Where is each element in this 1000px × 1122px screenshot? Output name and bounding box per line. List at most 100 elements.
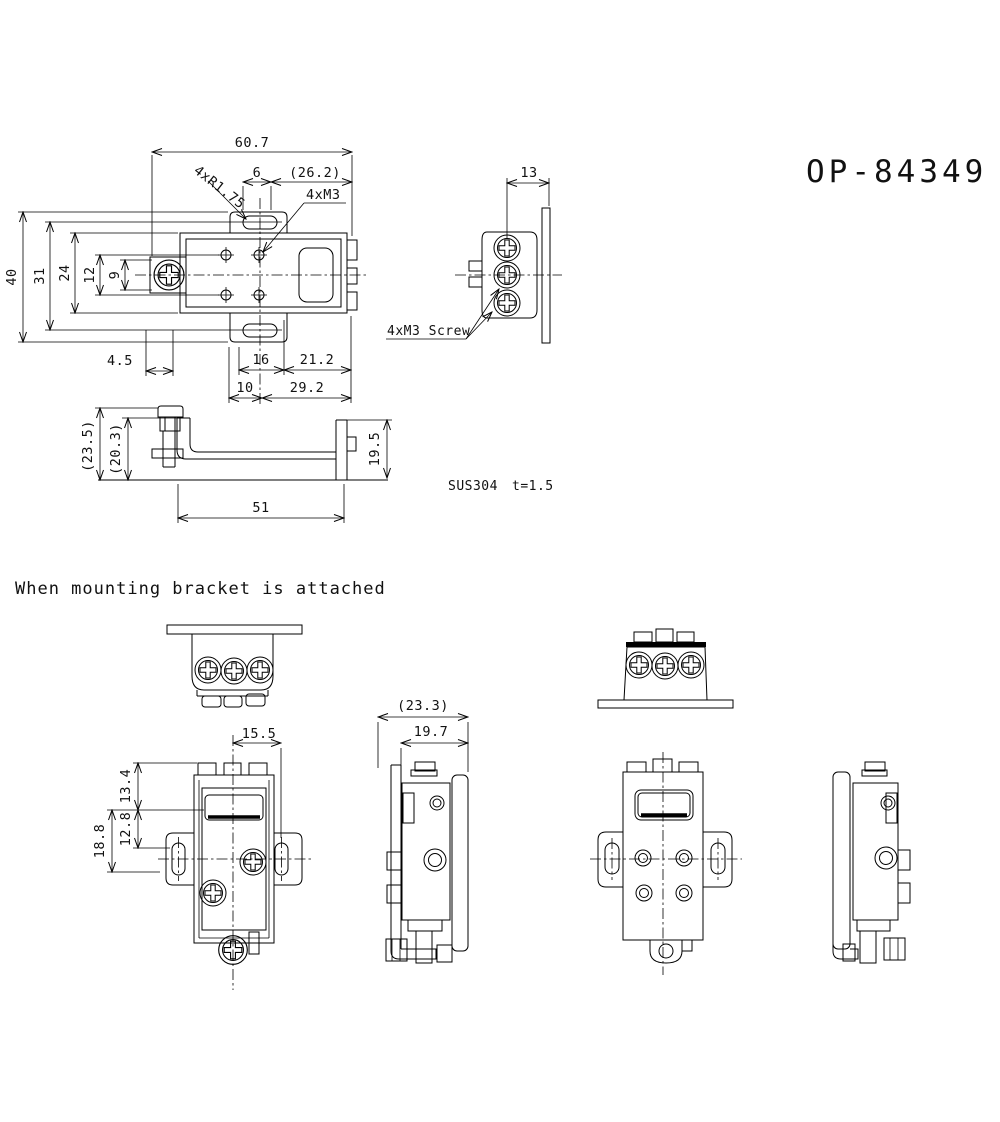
side-view: 13 4xM3 Screw xyxy=(386,165,562,344)
bracket-flange-left xyxy=(832,771,851,950)
front-centerlines xyxy=(158,735,312,990)
bolt-outline xyxy=(151,405,184,468)
dim-lower-height: 18.8 xyxy=(92,824,108,859)
top-tab xyxy=(633,631,653,643)
cable-entry xyxy=(245,693,266,707)
mount-wings xyxy=(165,832,303,886)
side-bump xyxy=(897,882,911,904)
side-bump xyxy=(386,851,403,871)
body-screw xyxy=(239,848,267,876)
mount-hole xyxy=(634,849,652,867)
extension-lines xyxy=(506,178,550,238)
bracket-profile-view: (23.5) (20.3) 19.5 51 xyxy=(80,405,392,523)
display-window xyxy=(204,794,264,821)
label-slot-radius: 4xR1.75 xyxy=(191,163,248,213)
bracket-plate-left xyxy=(390,764,437,960)
bracket-flange-right xyxy=(451,774,469,952)
label-screw: 4xM3 Screw xyxy=(387,324,470,339)
sensor-body xyxy=(401,782,451,921)
terminal-screw xyxy=(246,656,274,684)
bottom-tab xyxy=(649,940,683,964)
dim-hole-span: 12 xyxy=(82,266,98,283)
body-screw xyxy=(199,879,227,907)
flange xyxy=(597,699,734,709)
body-bottom-lines xyxy=(199,929,269,939)
top-tab-cap xyxy=(861,769,888,777)
connector-stack xyxy=(856,919,891,932)
terminal-screw xyxy=(194,656,222,684)
leader-tap xyxy=(263,202,305,252)
extension-lines xyxy=(107,748,282,873)
mount-hole xyxy=(675,884,693,902)
extension-lines xyxy=(95,407,392,523)
side-boss xyxy=(874,846,898,870)
bottom-fitting xyxy=(681,939,693,952)
back-centerlines xyxy=(590,752,742,975)
dim-arm-offset: 4.5 xyxy=(107,353,133,369)
dim-depth: 19.7 xyxy=(414,724,449,740)
top-tab xyxy=(864,761,886,772)
top-tab xyxy=(414,761,436,772)
side-boss xyxy=(423,848,447,872)
bottom-nut xyxy=(385,938,408,962)
side-bump xyxy=(897,849,911,871)
mount-hole xyxy=(675,849,693,867)
body-outline xyxy=(191,634,274,691)
extension-lines xyxy=(377,722,469,778)
drawing-number: OP-84349 xyxy=(806,154,987,190)
connector-strip xyxy=(196,690,269,697)
attached-top-view-2 xyxy=(597,628,734,709)
dim-inner-height-ref: (20.3) xyxy=(108,423,124,475)
bracket-outline xyxy=(176,417,357,480)
dim-slot-span: 31 xyxy=(32,267,48,284)
attached-side-view-opposite xyxy=(832,761,911,964)
attached-top-view-1 xyxy=(166,624,303,708)
leader-slot-radius xyxy=(207,180,246,219)
leader-screw xyxy=(465,312,492,340)
top-tab xyxy=(652,758,673,773)
side-boss-inner xyxy=(428,853,442,867)
bracket-frame xyxy=(193,774,275,944)
top-tab-cap xyxy=(410,769,438,777)
mount-hole xyxy=(635,884,653,902)
lens-hole-inner xyxy=(432,798,442,808)
attached-front-view: 15.5 13.4 12.8 18.8 xyxy=(92,726,312,990)
display-window-inner xyxy=(637,792,691,818)
wing-slot-right xyxy=(274,842,289,876)
lens-hole xyxy=(880,795,896,811)
gasket-band xyxy=(626,642,706,647)
dim-overall-height: 40 xyxy=(4,268,20,285)
sensor-body xyxy=(852,782,899,921)
side-view-outline xyxy=(468,207,551,344)
terminal-screw xyxy=(220,657,248,685)
dim-arm-width: 9 xyxy=(107,271,123,280)
dim-overall-width: 60.7 xyxy=(235,135,270,151)
top-tab xyxy=(676,631,695,643)
dim-height-ref: (23.5) xyxy=(80,420,96,472)
lens-hole-inner xyxy=(883,798,893,808)
m3-screw xyxy=(493,289,521,317)
bottom-bolt xyxy=(859,930,877,964)
top-plan-view: 60.7 6 (26.2) 40 31 24 12 9 4.5 16 21.2 … xyxy=(4,135,368,404)
bottom-fitting xyxy=(436,944,453,963)
material-grade: SUS304 xyxy=(448,479,498,494)
attached-back-view xyxy=(590,752,742,975)
attached-side-view: (23.3) 19.7 xyxy=(377,698,469,964)
connector-stack xyxy=(407,919,443,932)
dim-hole-offset: 16 xyxy=(252,352,269,368)
m3-screw xyxy=(493,234,521,262)
top-tab xyxy=(678,761,699,773)
dim-right-offset: 21.2 xyxy=(300,352,335,368)
side-boss-inner xyxy=(879,851,893,865)
mount-wings xyxy=(597,831,733,888)
top-tab xyxy=(626,761,647,773)
top-view-outline xyxy=(149,211,358,343)
bottom-tab-hole xyxy=(658,943,674,959)
bottom-nut xyxy=(883,937,906,961)
bottom-bolt xyxy=(415,930,433,964)
top-tabs xyxy=(197,762,268,775)
body-outline xyxy=(622,771,704,941)
dim-top-height: 13.4 xyxy=(118,769,134,804)
extension-lines xyxy=(18,155,353,403)
